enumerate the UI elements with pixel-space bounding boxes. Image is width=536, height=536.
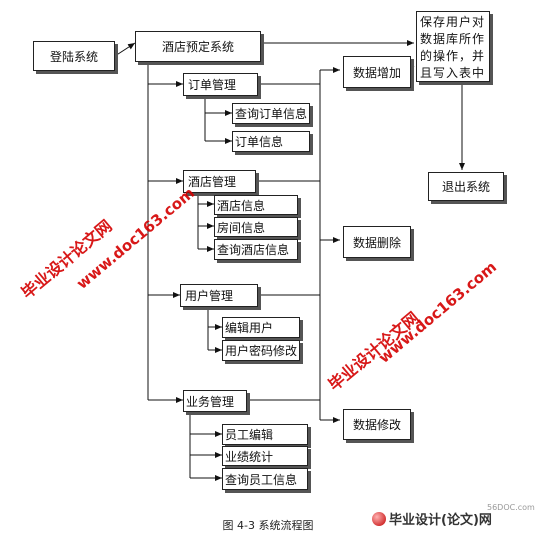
staff-edit-node: 员工编辑 [222,424,308,445]
biz-mgmt-node: 业务管理 [183,390,247,412]
query-order-node: 查询订单信息 [232,103,310,124]
footer-site: 56DOC.com [487,503,535,512]
data-modify-node: 数据修改 [343,409,411,440]
room-info-node: 房间信息 [214,217,298,237]
exit-node: 退出系统 [428,172,504,201]
data-add-node: 数据增加 [343,56,411,88]
order-info-node: 订单信息 [232,131,310,152]
footer-logo: 毕业设计(论文)网 [372,509,492,528]
data-delete-node: 数据删除 [343,226,411,258]
edge-login-main [114,42,136,57]
query-hotel-node: 查询酒店信息 [214,239,298,260]
figure-caption: 图 4-3 系统流程图 [222,519,314,532]
hotel-mgmt-node: 酒店管理 [183,170,256,193]
change-password-node: 用户密码修改 [222,340,300,361]
edit-user-node: 编辑用户 [222,317,300,338]
login-node: 登陆系统 [33,41,115,71]
order-mgmt-node: 订单管理 [183,73,258,96]
query-staff-node: 查询员工信息 [222,468,308,490]
logo-ball-icon [372,512,386,526]
user-mgmt-node: 用户管理 [180,284,258,307]
main-system-node: 酒店预定系统 [135,31,261,62]
hotel-info-node: 酒店信息 [214,195,298,215]
save-operations-node: 保存用户对数据库所作的操作，并且写入表中 [416,11,490,82]
performance-stats-node: 业绩统计 [222,446,308,466]
